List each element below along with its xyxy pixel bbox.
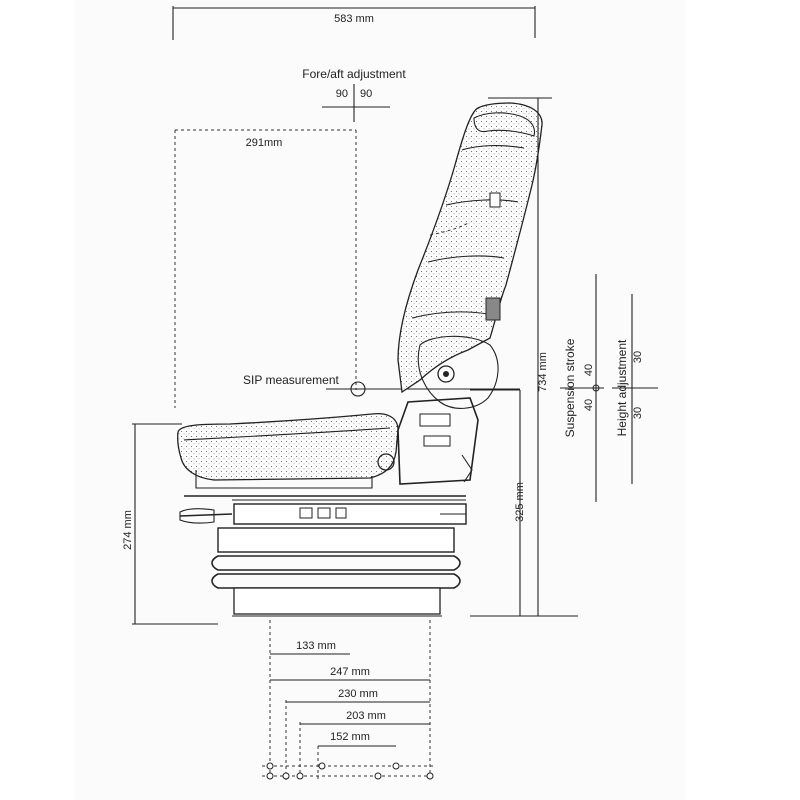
suspension-bellows xyxy=(211,527,461,617)
fore-aft-title: Fore/aft adjustment xyxy=(302,67,406,81)
width-133-label: 133 mm xyxy=(296,640,336,652)
fore-aft-dimension: Fore/aft adjustment 90 90 xyxy=(302,67,406,122)
height-adjustment-up: 30 xyxy=(632,351,644,363)
overall-width-label: 583 mm xyxy=(334,13,374,25)
height-total-label: 734 mm xyxy=(537,352,549,392)
seat-depth-label: 291mm xyxy=(246,137,283,149)
seat-cushion xyxy=(176,412,399,489)
suspension-stroke-label: Suspension stroke xyxy=(563,338,577,437)
width-152-label: 152 mm xyxy=(330,731,370,743)
slide-rails xyxy=(179,495,467,525)
base-height-dimension: 274 mm xyxy=(122,423,218,625)
recliner-mechanism xyxy=(377,335,499,485)
width-247-label: 247 mm xyxy=(330,666,370,678)
suspension-stroke-up: 40 xyxy=(583,364,595,376)
suspension-stroke-dimension: Suspension stroke 40 40 xyxy=(560,274,604,502)
sip-marker: SIP measurement xyxy=(243,373,520,397)
overall-width-dimension: 583 mm xyxy=(172,6,536,40)
height-adjustment-down: 30 xyxy=(632,407,644,419)
seat-backrest xyxy=(397,102,543,394)
height-adjustment-dimension: Height adjustment 30 30 xyxy=(612,294,658,484)
drawing-sheet xyxy=(75,0,685,800)
sip-label: SIP measurement xyxy=(243,373,339,387)
width-230-label: 230 mm xyxy=(338,688,378,700)
height-adjustment-label: Height adjustment xyxy=(615,339,629,436)
width-203-label: 203 mm xyxy=(346,710,386,722)
fore-aft-left-value: 90 xyxy=(336,88,348,100)
base-height-label: 274 mm xyxy=(122,510,134,550)
fore-aft-right-value: 90 xyxy=(360,88,372,100)
suspension-stroke-down: 40 xyxy=(583,399,595,411)
base-width-dimensions: 133 mm 247 mm 230 mm 203 mm 152 mm xyxy=(262,620,436,780)
seat-height-label: 325 mm xyxy=(514,482,526,522)
height-dimensions: 734 mm 325 mm xyxy=(470,97,578,617)
seat-depth-dimension: 291mm xyxy=(174,129,357,408)
